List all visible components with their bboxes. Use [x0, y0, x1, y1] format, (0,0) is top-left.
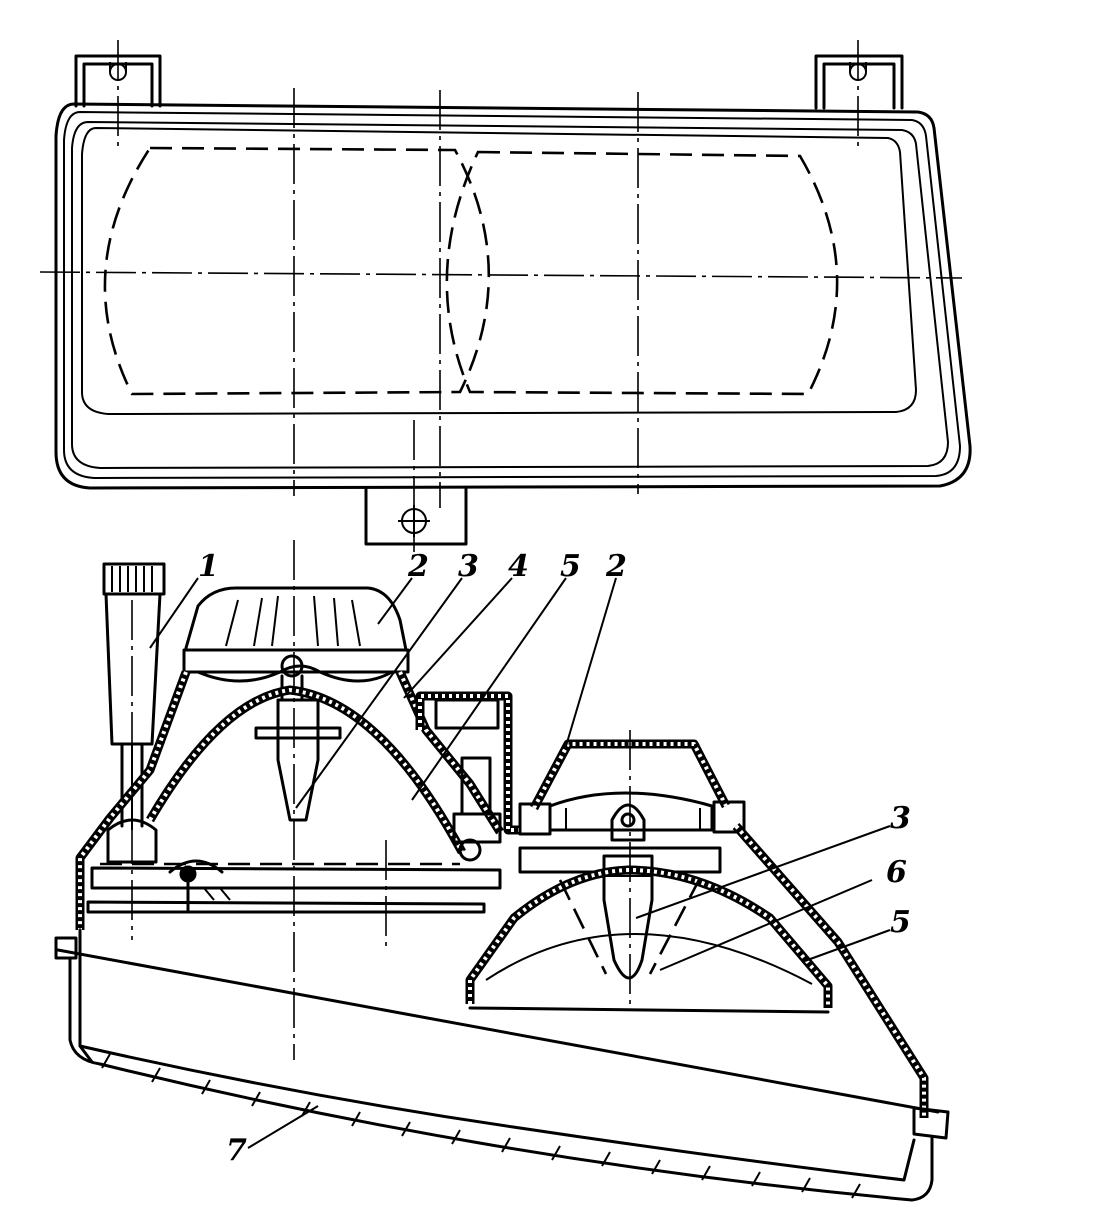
callout-3-low-bulb: 3	[458, 549, 479, 584]
callout-2-high-cap: 2	[605, 549, 627, 584]
lens-window	[81, 127, 917, 415]
low-beam-bulb	[254, 654, 342, 822]
high-beam-reflector-arc	[485, 933, 813, 985]
mounting-tab-bottom	[364, 486, 468, 546]
lens-left-tab	[54, 936, 78, 960]
callout-1: 1	[198, 549, 219, 584]
housing-outer-frame	[54, 102, 972, 490]
callout-7: 7	[226, 1133, 247, 1168]
high-beam-lens-rim	[468, 1006, 830, 1014]
headlamp-front-view	[39, 40, 972, 552]
leader-lines	[149, 577, 891, 1149]
callout-3-high-bulb: 3	[890, 801, 911, 836]
lens-right-tab	[912, 1106, 950, 1140]
headlamp-section-view	[54, 540, 950, 1202]
callout-labels: 1 2 3 4 5 2 3 6 5 7	[198, 549, 911, 1168]
low-beam-mount-frame	[86, 859, 502, 914]
mounting-tab-right	[814, 54, 904, 110]
callout-4: 4	[508, 549, 529, 584]
callout-2-low-cap: 2	[407, 549, 429, 584]
lens-inner	[78, 1044, 916, 1182]
corrector-motor-block	[415, 691, 520, 862]
low-beam-rear-cap	[182, 586, 410, 683]
lens-outer	[68, 958, 934, 1202]
high-beam-reflector	[465, 865, 833, 1008]
housing-frame-inner-1	[63, 111, 961, 479]
callout-6: 6	[886, 855, 907, 890]
lens-hatching	[101, 1053, 861, 1199]
low-beam-reflector-contour	[103, 146, 491, 396]
high-beam-dash-cone	[558, 877, 702, 975]
centerline-horizontal	[39, 271, 963, 279]
lens-upper-edge	[56, 948, 940, 1114]
high-beam-rear-cap	[518, 739, 746, 836]
housing-frame-inner-2	[71, 121, 949, 469]
callout-5-high-reflector: 5	[890, 905, 911, 940]
callout-5-low-reflector: 5	[560, 549, 581, 584]
outer-housing-left	[78, 928, 94, 1064]
high-beam-reflector-contour	[445, 150, 839, 396]
